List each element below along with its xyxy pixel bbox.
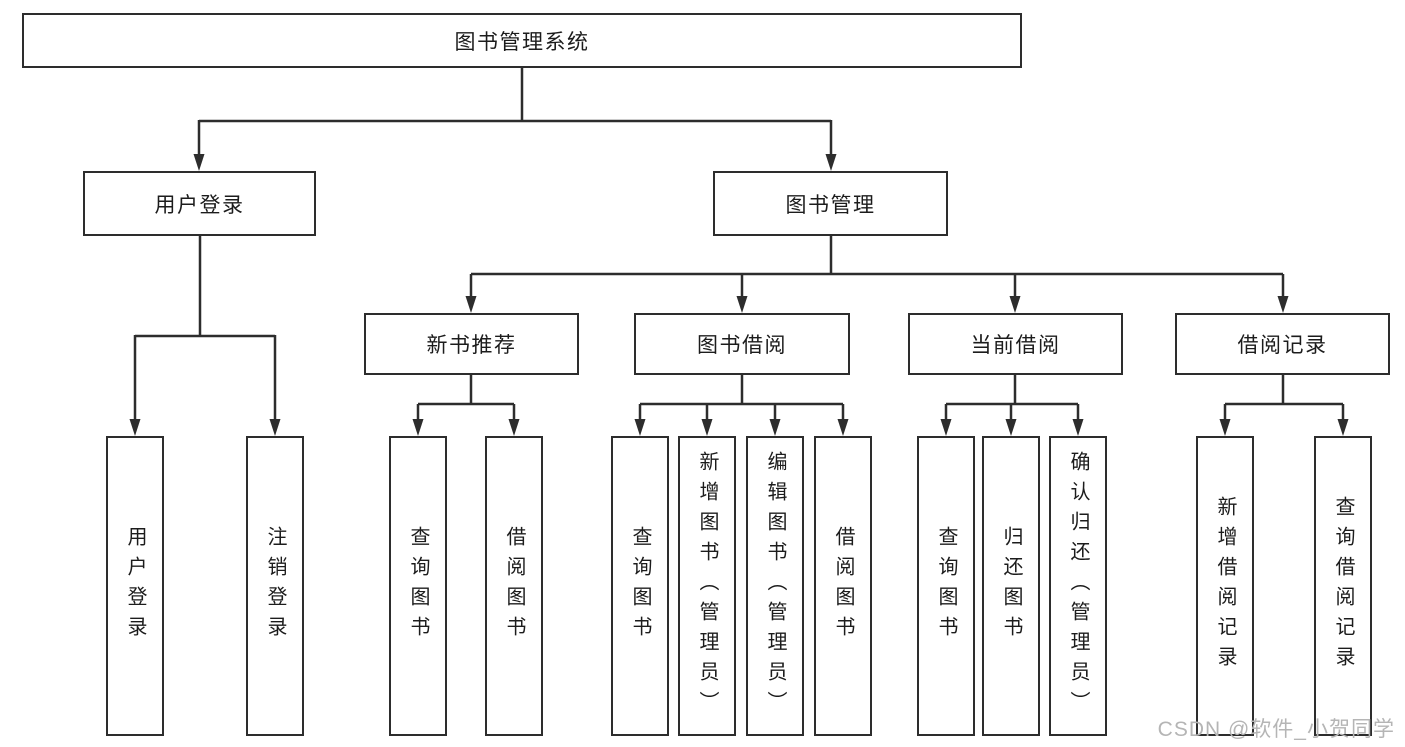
leaf-user-login: 用户登录	[106, 436, 164, 736]
leaf-borrow-books-2: 借阅图书	[814, 436, 872, 736]
node-borrow-records: 借阅记录	[1175, 313, 1390, 375]
node-library-management-system: 图书管理系统	[22, 13, 1022, 68]
node-user-login: 用户登录	[83, 171, 316, 236]
leaf-borrow-books: 借阅图书	[485, 436, 543, 736]
leaf-return-books: 归还图书	[982, 436, 1040, 736]
leaf-edit-books-admin: 编辑图书（管理员）	[746, 436, 804, 736]
csdn-watermark: CSDN @软件_小贺同学	[1157, 718, 1395, 741]
leaf-add-books-admin: 新增图书（管理员）	[678, 436, 736, 736]
node-current-borrow: 当前借阅	[908, 313, 1123, 375]
node-book-borrow: 图书借阅	[634, 313, 850, 375]
leaf-query-books-3: 查询图书	[917, 436, 975, 736]
node-new-book-recommend: 新书推荐	[364, 313, 579, 375]
leaf-query-books-2: 查询图书	[611, 436, 669, 736]
leaf-query-books: 查询图书	[389, 436, 447, 736]
leaf-confirm-return-admin: 确认归还（管理员）	[1049, 436, 1107, 736]
leaf-query-borrow-record: 查询借阅记录	[1314, 436, 1372, 736]
node-book-management: 图书管理	[713, 171, 948, 236]
leaf-add-borrow-record: 新增借阅记录	[1196, 436, 1254, 736]
leaf-logout: 注销登录	[246, 436, 304, 736]
